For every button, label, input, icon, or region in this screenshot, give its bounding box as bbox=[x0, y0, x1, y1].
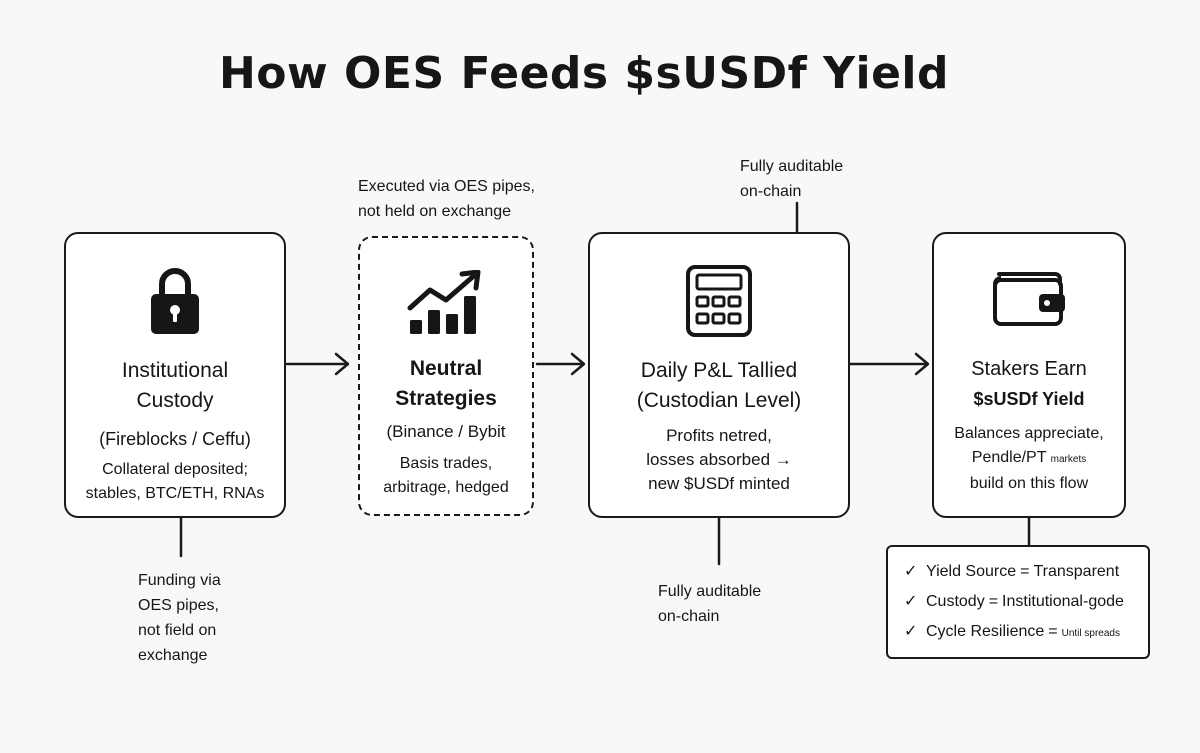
checklist-item-custody: ✓ Custody = Institutional-gode bbox=[904, 593, 1124, 610]
strategies-name-line1: Neutral bbox=[409, 357, 483, 380]
growth-chart-icon bbox=[407, 270, 481, 334]
stakers-name-line1: Stakers Earn bbox=[971, 358, 1087, 380]
arrowhead-3 bbox=[914, 352, 930, 376]
pnl-note-top: Fully auditable on-chain bbox=[740, 158, 844, 200]
checklist-box: ✓ Yield Source = Transparent ✓ Custody =… bbox=[886, 545, 1150, 659]
custody-note: Funding via OES pipes, not field on exch… bbox=[138, 572, 221, 664]
pnl-desc-line3: new $USDf minted bbox=[648, 474, 790, 493]
pnl-desc-line1: Profits netred, bbox=[666, 426, 772, 445]
custody-desc-line2: stables, BTC/ETH, RNAs bbox=[85, 485, 265, 502]
strategies-name-line2: Strategies bbox=[395, 387, 497, 410]
check-icon: ✓ bbox=[904, 563, 918, 580]
check-icon: ✓ bbox=[904, 623, 918, 640]
stakers-desc-line3: build on this flow bbox=[969, 475, 1089, 492]
checklist-item-cycle-resilience: ✓ Cycle Resilience = Until spreads bbox=[904, 623, 1120, 640]
wallet-icon bbox=[993, 272, 1065, 326]
stakers-box: Stakers Earn $sUSDf Yield Balances appre… bbox=[932, 232, 1126, 518]
strategies-desc-line2: arbitrage, hedged bbox=[383, 479, 509, 496]
checklist-item-yield-source: ✓ Yield Source = Transparent bbox=[904, 563, 1120, 580]
pnl-desc-line2: losses absorbed → bbox=[646, 450, 792, 469]
calculator-icon bbox=[686, 265, 752, 337]
lock-icon bbox=[151, 268, 199, 334]
custody-desc-line1: Collateral deposited; bbox=[102, 461, 248, 478]
pnl-note-bottom: Fully auditable on-chain bbox=[658, 583, 762, 625]
strategies-desc-line1: Basis trades, bbox=[399, 455, 493, 472]
stakers-desc-line1: Balances appreciate, bbox=[954, 425, 1104, 442]
custody-name-line1: Institutional bbox=[121, 359, 229, 382]
pnl-name-line2: (Custodian Level) bbox=[636, 389, 802, 412]
custody-name-line2: Custody bbox=[136, 389, 214, 412]
diagram-title: How OES Feeds $sUSDf Yield bbox=[218, 48, 950, 99]
custody-subtitle: (Fireblocks / Ceffu) bbox=[99, 429, 251, 449]
strategies-note: Executed via OES pipes, not held on exch… bbox=[358, 178, 535, 220]
stakers-desc-line2: Pendle/PT markets bbox=[971, 449, 1087, 466]
custody-box: Institutional Custody (Fireblocks / Ceff… bbox=[64, 232, 286, 518]
pnl-box: Daily P&L Tallied (Custodian Level) Prof… bbox=[588, 232, 850, 518]
pnl-name-line1: Daily P&L Tallied bbox=[640, 359, 798, 382]
strategies-subtitle: (Binance / Bybit bbox=[386, 422, 506, 441]
check-icon: ✓ bbox=[904, 593, 918, 610]
arrowhead-1 bbox=[334, 352, 350, 376]
stakers-name-line2: $sUSDf Yield bbox=[973, 389, 1085, 409]
strategies-box: Neutral Strategies (Binance / Bybit Basi… bbox=[358, 236, 534, 516]
arrowhead-2 bbox=[570, 352, 586, 376]
